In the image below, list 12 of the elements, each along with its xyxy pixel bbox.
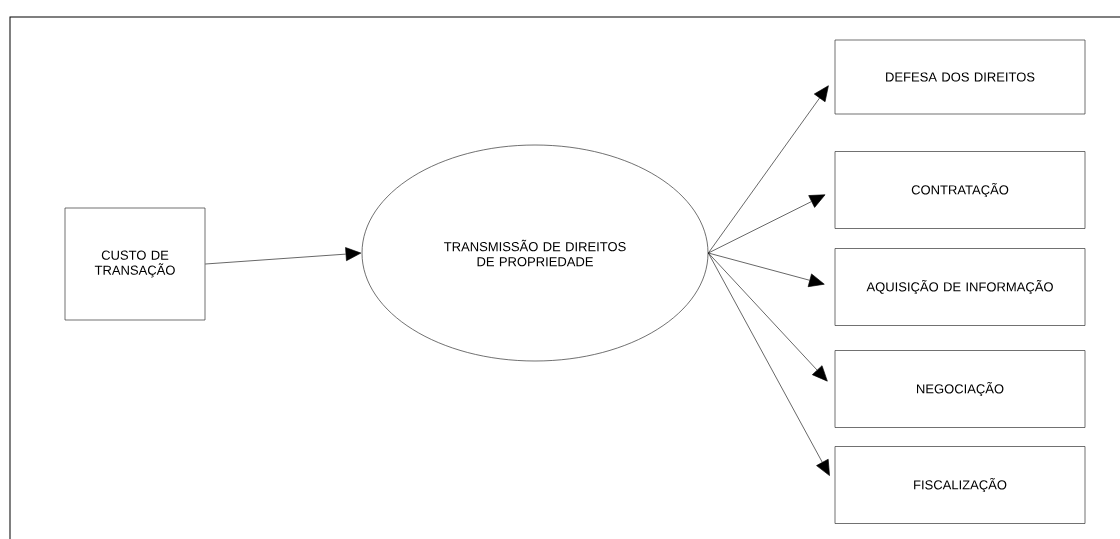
process-box: CONTRATAÇÃO (834, 151, 1086, 229)
arrow (708, 252, 825, 287)
arrow (708, 252, 828, 382)
arrow (708, 85, 829, 254)
process-box: NEGOCIAÇÃO (834, 350, 1086, 428)
arrow (708, 194, 826, 254)
process-box: FISCALIZAÇÃO (834, 446, 1086, 524)
arrow (708, 252, 830, 476)
process-box: CUSTO DE TRANSAÇÃO (64, 207, 206, 321)
arrow (205, 247, 362, 265)
process-box: AQUISIÇÃO DE INFORMAÇÃO (834, 248, 1086, 326)
process-box: DEFESA DOS DIREITOS (834, 39, 1086, 115)
